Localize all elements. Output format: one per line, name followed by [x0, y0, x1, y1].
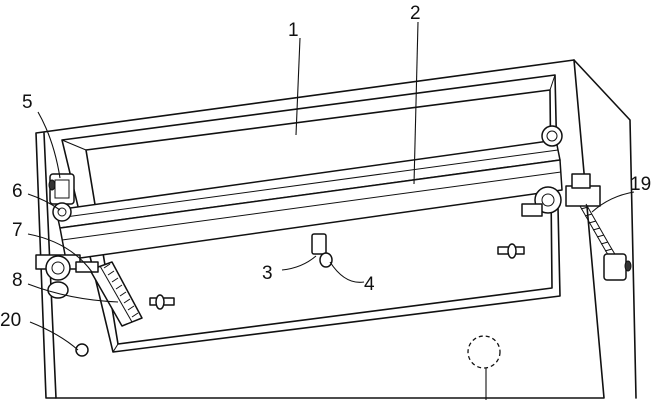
label-19: 19: [630, 174, 651, 195]
center-nozzle: [311, 233, 333, 268]
dashed-circle: [467, 335, 501, 400]
label-3: 3: [262, 263, 273, 284]
label-8: 8: [12, 270, 23, 291]
label-2: 2: [410, 3, 421, 24]
label-5: 5: [22, 92, 33, 113]
leader-lines: [27, 21, 635, 351]
right-end-assembly: [497, 125, 632, 281]
label-7: 7: [12, 220, 23, 241]
callout-labels: 1 2 3 4 5 6 7 8 20 19: [0, 3, 651, 331]
rack-teeth: [103, 263, 139, 318]
part-2-front-bar: [59, 159, 563, 261]
left-end-assembly: [35, 173, 175, 357]
screw-threads: [580, 206, 613, 252]
label-6: 6: [12, 181, 23, 202]
label-20: 20: [0, 310, 21, 331]
label-1: 1: [288, 20, 299, 41]
label-4: 4: [364, 274, 375, 295]
